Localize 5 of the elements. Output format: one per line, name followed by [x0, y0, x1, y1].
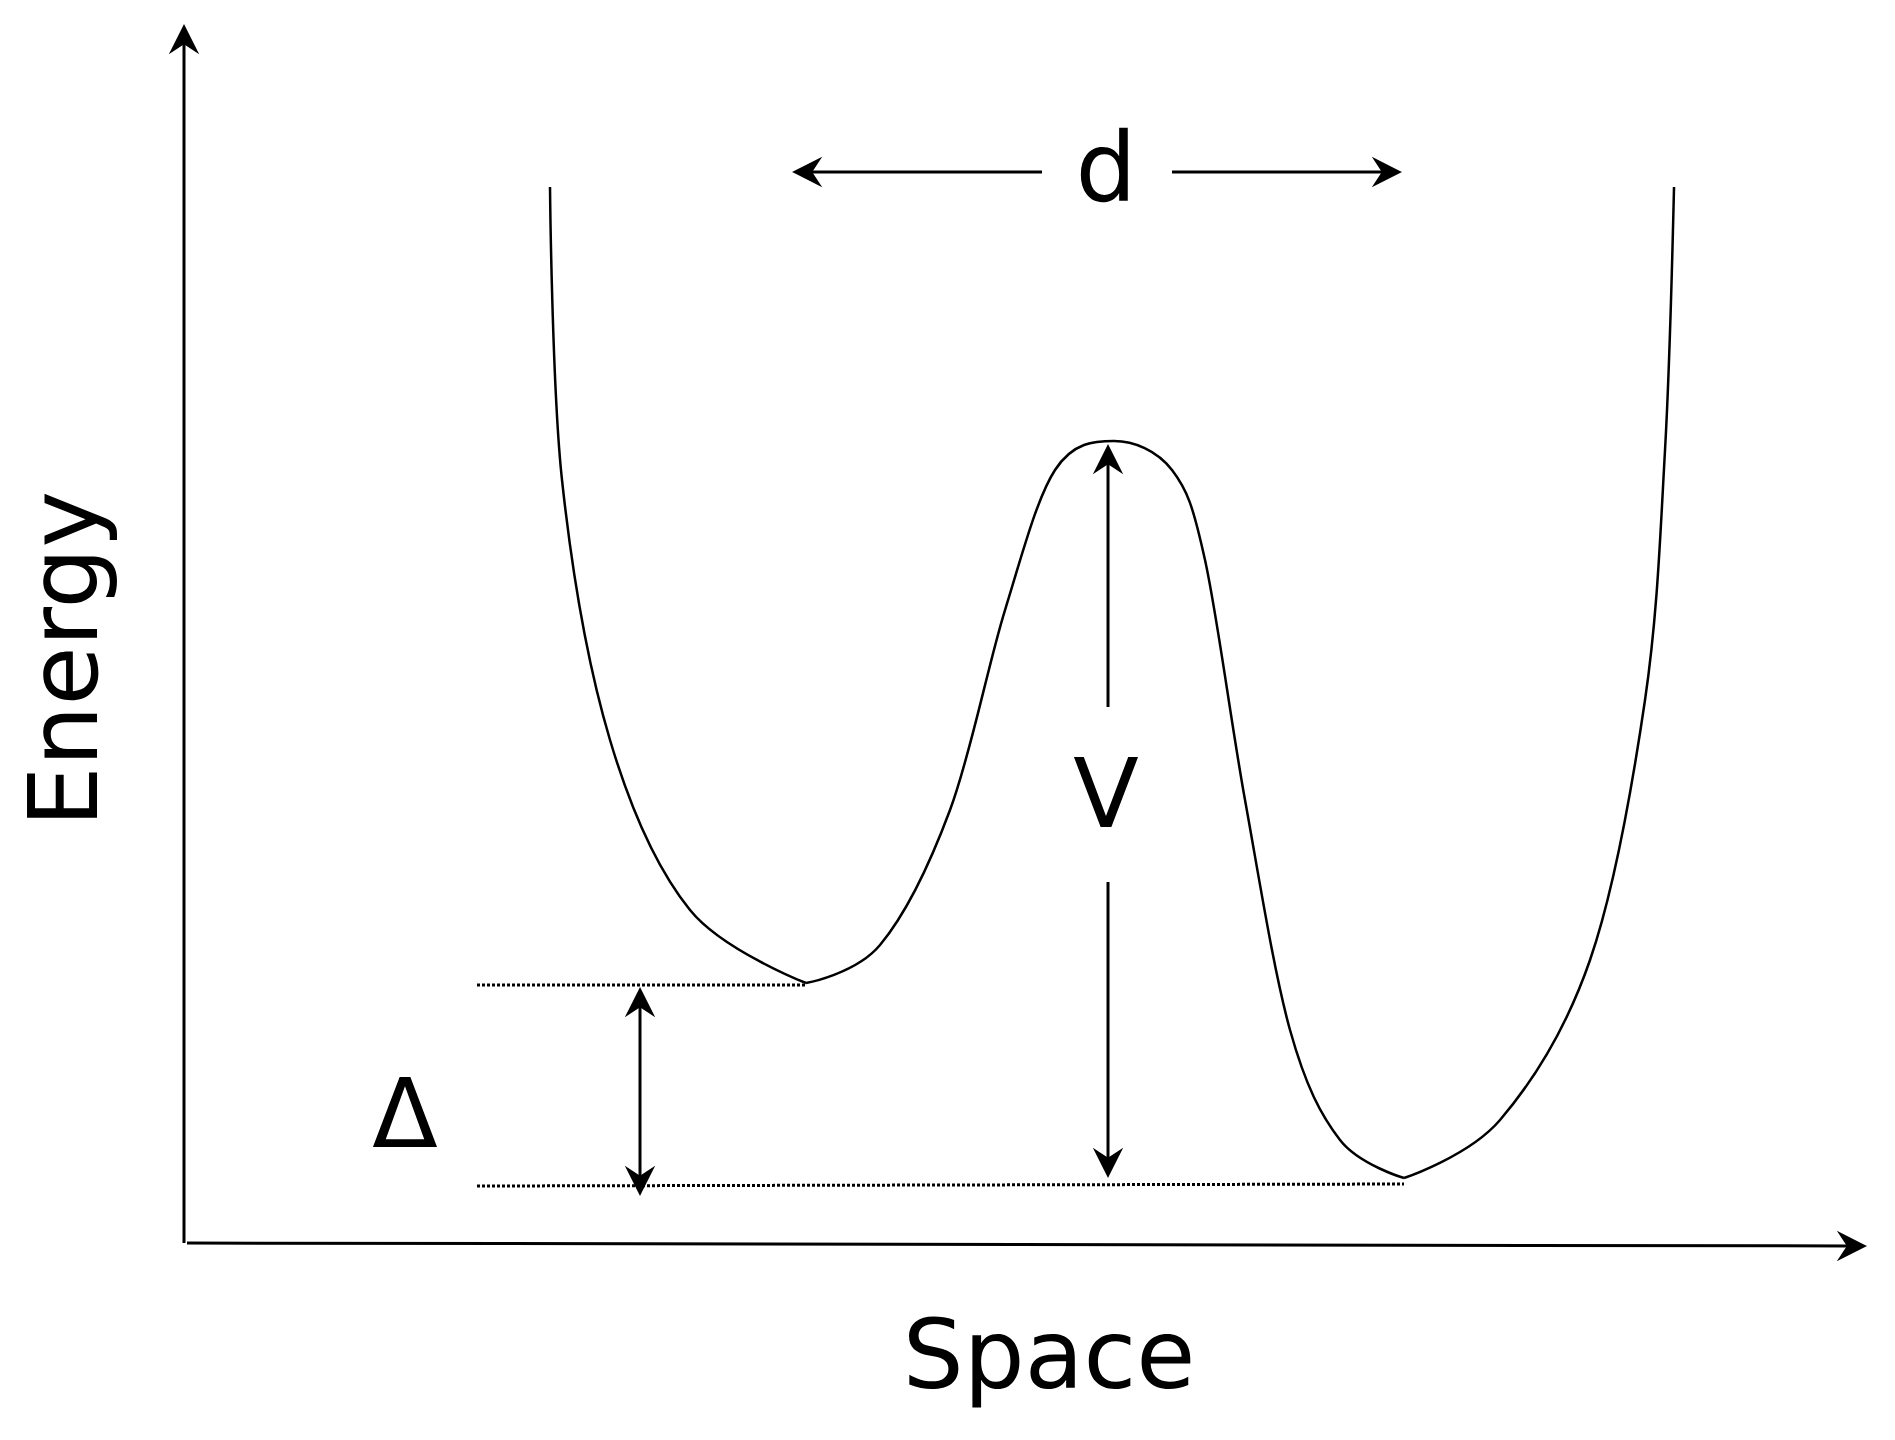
dimension-label: Δ — [372, 1077, 438, 1147]
axis-label: Energy — [27, 493, 117, 818]
dimension-label: d — [1080, 127, 1128, 203]
axis-label: Space — [909, 1316, 1191, 1408]
dimension-label: V — [1073, 757, 1139, 827]
